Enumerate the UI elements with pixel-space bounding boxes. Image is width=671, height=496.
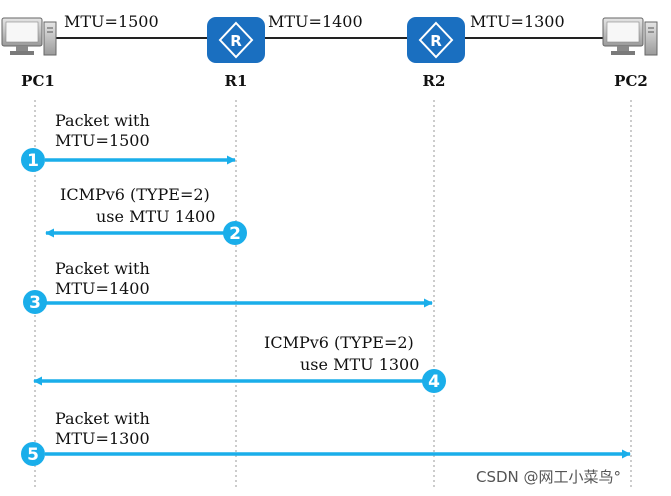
link-label-3: MTU=1300 [470, 12, 565, 31]
desktop-computer-icon [1, 17, 57, 56]
step-3-text-line2: MTU=1400 [55, 279, 150, 298]
step-2-text-line1: ICMPv6 (TYPE=2) [60, 185, 210, 204]
step-2-number: 2 [229, 224, 241, 244]
step-5-badge [21, 442, 45, 466]
step-4-badge [422, 369, 446, 393]
step-3-badge [23, 290, 47, 314]
step-4-text-line1: ICMPv6 (TYPE=2) [264, 333, 414, 352]
step-1-text-line2: MTU=1500 [55, 131, 150, 150]
step-2-badge [223, 221, 247, 245]
step-5-text-line2: MTU=1300 [55, 429, 150, 448]
step-1-number: 1 [27, 151, 39, 171]
link-label-1: MTU=1500 [64, 12, 159, 31]
router-icon: R [407, 17, 465, 63]
node-label-pc2: PC2 [614, 72, 648, 90]
step-1-text-line1: Packet with [55, 111, 150, 130]
svg-text:R: R [230, 32, 242, 50]
svg-text:R: R [430, 32, 442, 50]
step-3-number: 3 [29, 293, 41, 313]
step-3-text-line1: Packet with [55, 259, 150, 278]
step-4-text-line2: use MTU 1300 [300, 355, 419, 374]
router-icon: R [207, 17, 265, 63]
step-4-number: 4 [428, 372, 440, 392]
step-5-number: 5 [27, 445, 39, 465]
watermark-text: CSDN @网工小菜鸟° [476, 468, 621, 486]
link-label-2: MTU=1400 [268, 12, 363, 31]
step-2-text-line2: use MTU 1400 [96, 207, 215, 226]
node-label-pc1: PC1 [21, 72, 55, 90]
node-label-r2: R2 [423, 72, 446, 90]
desktop-computer-icon [602, 17, 658, 56]
step-5-text-line1: Packet with [55, 409, 150, 428]
step-1-badge [21, 148, 45, 172]
node-label-r1: R1 [225, 72, 248, 90]
